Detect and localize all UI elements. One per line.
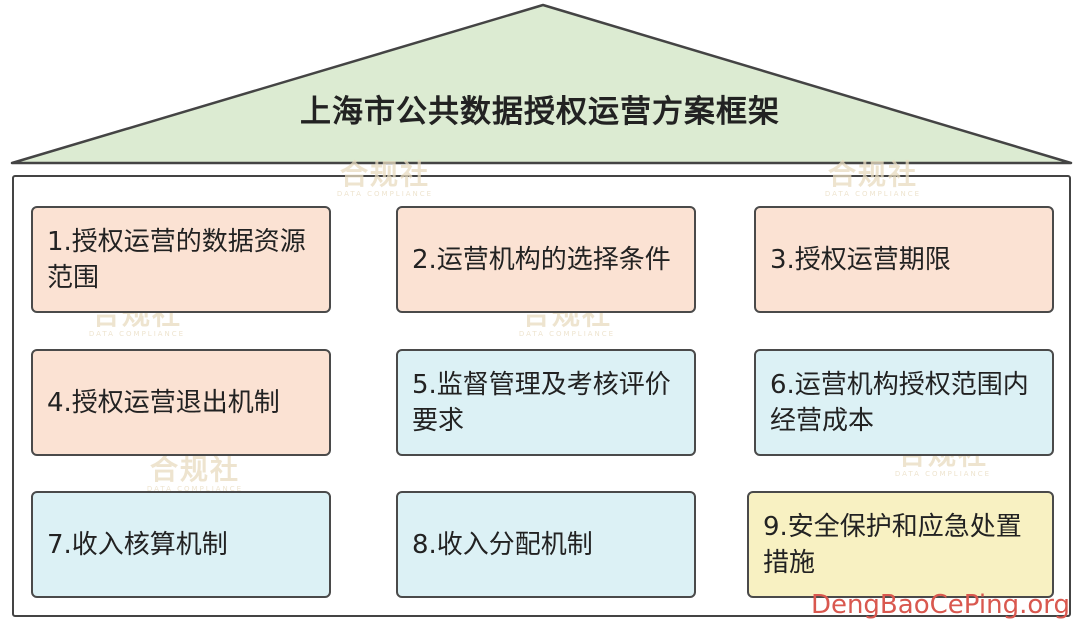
item-card-8: 8.收入分配机制 bbox=[396, 491, 696, 598]
item-card-4: 4.授权运营退出机制 bbox=[31, 349, 331, 456]
item-card-label: 4.授权运营退出机制 bbox=[47, 387, 280, 418]
item-card-2: 2.运营机构的选择条件 bbox=[396, 206, 696, 313]
item-card-5: 5.监督管理及考核评价要求 bbox=[396, 349, 696, 456]
item-card-label: 7.收入核算机制 bbox=[47, 529, 228, 560]
item-card-label: 9.安全保护和应急处置措施 bbox=[763, 511, 1022, 578]
item-card-3: 3.授权运营期限 bbox=[754, 206, 1054, 313]
site-watermark-label: DengBaoCePing.org bbox=[810, 590, 1070, 620]
item-card-label: 1.授权运营的数据资源范围 bbox=[47, 226, 306, 293]
item-card-7: 7.收入核算机制 bbox=[31, 491, 331, 598]
roof-shape bbox=[10, 3, 1073, 165]
item-card-label: 2.运营机构的选择条件 bbox=[412, 244, 671, 275]
item-card-label: 5.监督管理及考核评价要求 bbox=[412, 369, 671, 436]
item-card-label: 8.收入分配机制 bbox=[412, 529, 593, 560]
item-card-label: 6.运营机构授权范围内经营成本 bbox=[770, 369, 1029, 436]
item-card-1: 1.授权运营的数据资源范围 bbox=[31, 206, 331, 313]
item-card-6: 6.运营机构授权范围内经营成本 bbox=[754, 349, 1054, 456]
item-card-9: 9.安全保护和应急处置措施 bbox=[747, 491, 1054, 598]
roof-triangle bbox=[10, 3, 1073, 165]
diagram-title: 上海市公共数据授权运营方案框架 bbox=[300, 94, 780, 130]
item-card-label: 3.授权运营期限 bbox=[770, 244, 951, 275]
